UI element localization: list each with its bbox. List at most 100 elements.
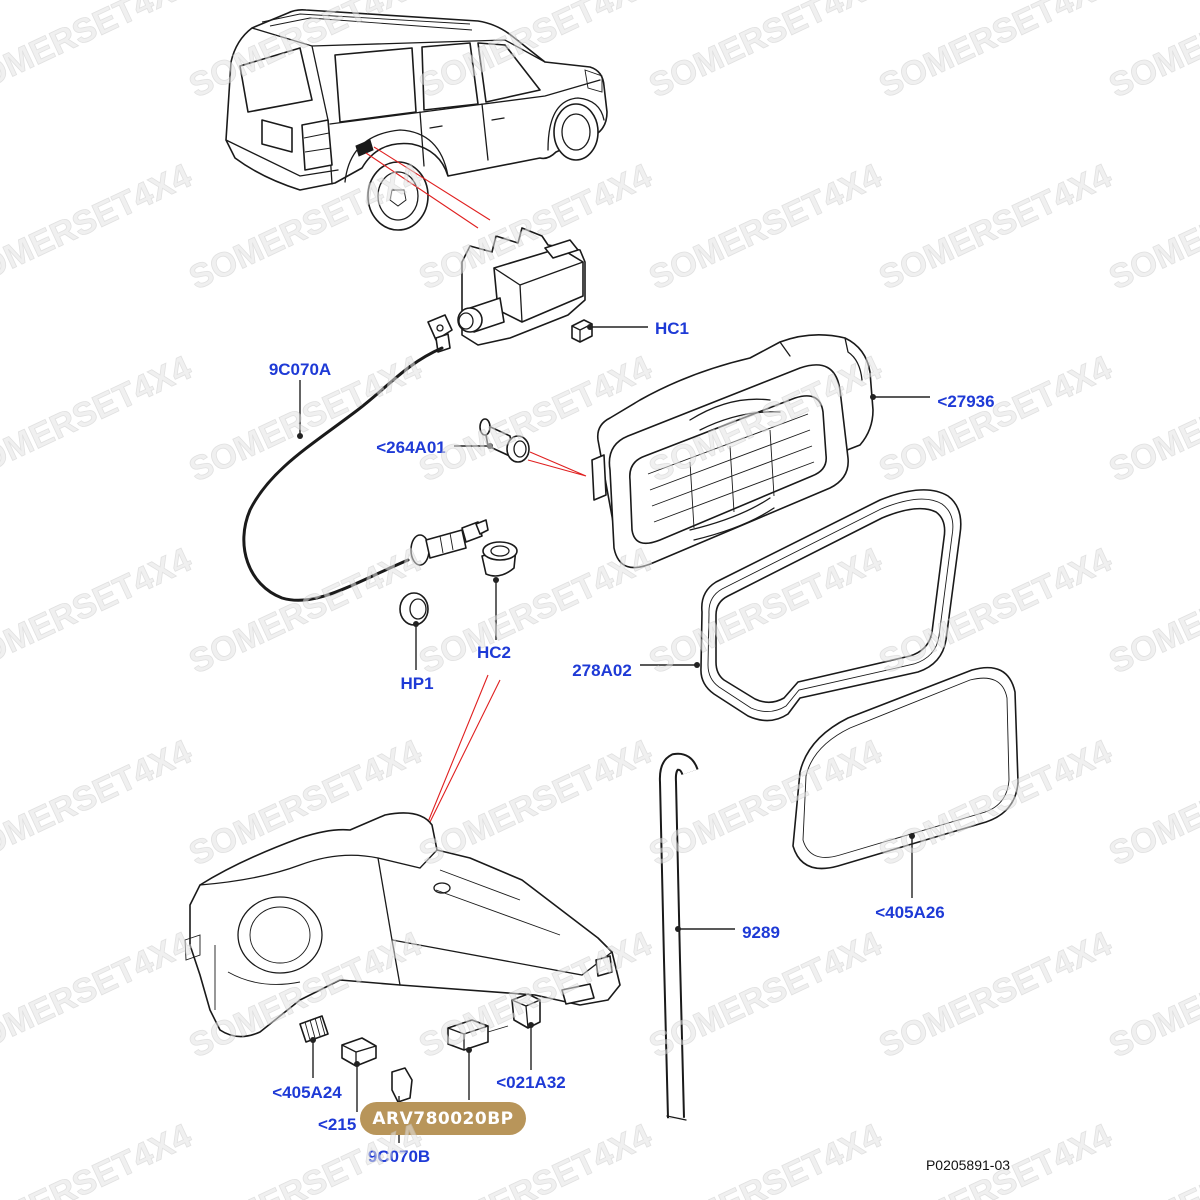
lower-housing-ribs xyxy=(214,869,561,1010)
callout-hc2[interactable]: HC2 xyxy=(477,643,511,662)
vehicle-rear-wheel-rim xyxy=(377,171,419,221)
cable-sleeve xyxy=(425,529,467,559)
leader-lines xyxy=(297,324,930,1143)
vehicle-bumper xyxy=(225,139,339,177)
reference-line-vehicle-to-actuator xyxy=(365,146,491,229)
lid-outer xyxy=(792,666,1019,870)
housing-grid xyxy=(647,413,815,529)
housing-inner-frame xyxy=(628,395,828,545)
fuel-flap-lid xyxy=(792,666,1019,870)
vehicle-rear-light xyxy=(301,119,333,171)
vehicle-door-lines xyxy=(419,103,505,167)
gasket-ring xyxy=(700,489,962,722)
vehicle-rear-wheel-hub xyxy=(389,189,407,207)
callout-27936[interactable]: <27936 xyxy=(937,392,994,411)
watermark-text: SOMERSET4X4 xyxy=(0,733,197,874)
vehicle-side-window-front xyxy=(477,42,541,103)
leader-dot-hc2 xyxy=(493,577,499,583)
watermark-text: SOMERSET4X4 xyxy=(873,349,1117,490)
watermark-text: SOMERSET4X4 xyxy=(1103,925,1200,1066)
leader-dot-hp1 xyxy=(413,621,419,627)
watermark-text: SOMERSET4X4 xyxy=(0,541,197,682)
callout-9c070a[interactable]: 9C070A xyxy=(269,360,331,379)
connector-lead xyxy=(487,1025,509,1033)
vehicle-rear-wheel-arch xyxy=(344,129,449,183)
callout-hc1[interactable]: HC1 xyxy=(655,319,689,338)
lower-housing xyxy=(184,812,621,1038)
hc1-clip xyxy=(571,319,593,343)
cable-pin xyxy=(475,519,489,535)
plug-head-ring xyxy=(513,440,527,458)
lower-housing-rim xyxy=(199,849,438,886)
lower-housing-well xyxy=(237,896,323,974)
grommet-outer xyxy=(399,592,429,626)
callout-215[interactable]: <215 xyxy=(318,1115,356,1134)
lower-housing-tab xyxy=(595,955,613,977)
watermark-text: SOMERSET4X4 xyxy=(1103,541,1200,682)
watermark-text: SOMERSET4X4 xyxy=(1103,349,1200,490)
watermark-text: SOMERSET4X4 xyxy=(1103,157,1200,298)
watermark-text: SOMERSET4X4 xyxy=(0,157,197,298)
retaining-clip xyxy=(391,1067,413,1103)
electrical-connector xyxy=(447,1019,509,1051)
watermark-text: SOMERSET4X4 xyxy=(643,1117,887,1200)
callout-hp1[interactable]: HP1 xyxy=(400,674,433,693)
leader-dot-27936 xyxy=(870,394,876,400)
badge-label[interactable]: ARV780020BP xyxy=(372,1109,513,1129)
watermark-text: SOMERSET4X4 xyxy=(0,1117,197,1200)
watermark-text: SOMERSET4X4 xyxy=(1103,733,1200,874)
bracket-edge xyxy=(511,999,541,1029)
spring-405a24 xyxy=(299,1015,329,1043)
lower-housing-well-inner xyxy=(249,906,311,964)
leader-dot-9289 xyxy=(675,926,681,932)
part-number-badge[interactable]: ARV780020BP xyxy=(360,1102,526,1135)
leader-dot-215 xyxy=(354,1061,360,1067)
gasket-flange xyxy=(707,498,954,712)
bush-hc2 xyxy=(481,541,518,577)
callout-9289[interactable]: 9289 xyxy=(742,923,780,942)
housing-handle xyxy=(689,497,775,541)
leader-dot-9c070a xyxy=(297,433,303,439)
spring-coils xyxy=(304,1016,326,1041)
gasket-278a02 xyxy=(700,489,962,722)
lower-housing-hole xyxy=(433,882,451,894)
watermark-text: SOMERSET4X4 xyxy=(1103,0,1200,105)
actuator-connector xyxy=(544,239,579,259)
connector-body xyxy=(447,1019,489,1051)
drain-tube-fill xyxy=(660,754,697,1119)
lid-inner-edge xyxy=(802,677,1010,858)
bracket-021a32 xyxy=(511,993,541,1029)
leader-dot-278a02 xyxy=(694,662,700,668)
callout-278a02[interactable]: 278A02 xyxy=(572,661,632,680)
callout-021a32[interactable]: <021A32 xyxy=(496,1073,565,1092)
reference-lines xyxy=(365,146,587,823)
actuator-mount-ear xyxy=(427,314,453,341)
leader-dot-hc1 xyxy=(587,324,593,330)
callout-405a26[interactable]: <405A26 xyxy=(875,903,944,922)
vehicle-rear-light-detail xyxy=(303,132,332,153)
plug-264a01 xyxy=(479,418,530,463)
actuator-motor-end xyxy=(457,307,483,333)
leader-dot-021a32 xyxy=(528,1022,534,1028)
callout-264a01[interactable]: <264A01 xyxy=(376,438,445,457)
watermark-text: SOMERSET4X4 xyxy=(183,541,427,682)
lower-housing-mount xyxy=(184,934,201,961)
actuator-body-edges xyxy=(493,261,584,323)
leader-dot-405a26 xyxy=(909,833,915,839)
vehicle-illustration xyxy=(225,9,608,231)
actuator-mount-hole xyxy=(436,324,444,332)
drain-tube-end xyxy=(666,1115,687,1121)
callout-405a24[interactable]: <405A24 xyxy=(272,1083,342,1102)
watermark-text: SOMERSET4X4 xyxy=(1103,1117,1200,1200)
callout-9c070b[interactable]: 9C070B xyxy=(368,1147,430,1166)
badge-background[interactable] xyxy=(360,1102,526,1135)
vehicle-front-lamp xyxy=(584,69,603,93)
vehicle-side-window-middle xyxy=(421,42,479,111)
spring-body xyxy=(299,1015,329,1043)
reference-line-bush-to-housing xyxy=(427,674,501,823)
leader-dot-connector xyxy=(466,1047,472,1053)
vehicle-side-window-rear xyxy=(334,47,417,123)
vehicle-front-wheel-rim xyxy=(561,113,591,151)
